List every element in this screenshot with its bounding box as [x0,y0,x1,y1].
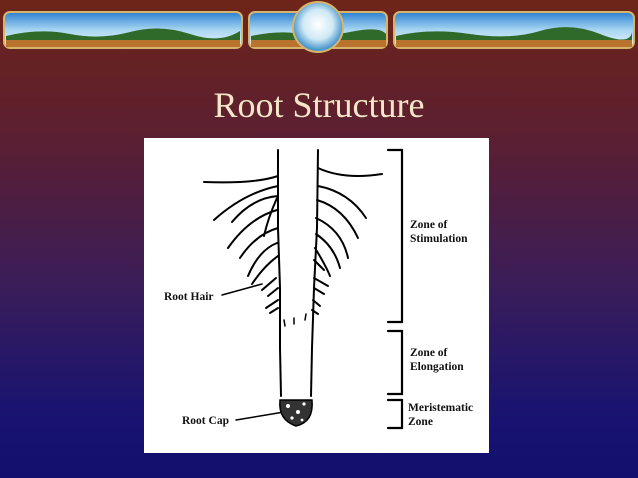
root-cap-shape [279,399,313,427]
root-outline-right [310,149,319,397]
label-root-hair: Root Hair [164,291,214,303]
root-cap-pointer [235,411,285,421]
root-hairs-left [203,175,279,314]
label-zone-stimulation-line2: Stimulation [410,233,468,245]
banner-panel-right [393,11,635,49]
banner-panel-left [3,11,243,49]
label-zone-stimulation-line1: Zone of [410,219,448,231]
root-diagram: Root Hair Root Cap Zone of Stimulation Z… [144,138,489,453]
root-drawing [203,148,404,430]
root-hair-pointer [221,283,263,296]
label-meristematic-line2: Zone [408,416,433,428]
banner-panel-middle [248,1,388,53]
bracket-stimulation [386,148,404,324]
slide-title: Root Structure [213,85,425,125]
label-meristematic-line1: Meristematic [408,402,474,414]
root-hairs-right [311,167,383,315]
label-zone-elongation-line2: Elongation [410,361,464,373]
bracket-elongation [386,329,404,396]
header-banner [3,1,635,53]
bracket-meristematic [386,398,404,430]
root-outline-left [277,149,282,397]
label-root-cap: Root Cap [182,415,229,427]
label-zone-elongation-line1: Zone of [410,347,448,359]
globe-icon [292,1,344,53]
